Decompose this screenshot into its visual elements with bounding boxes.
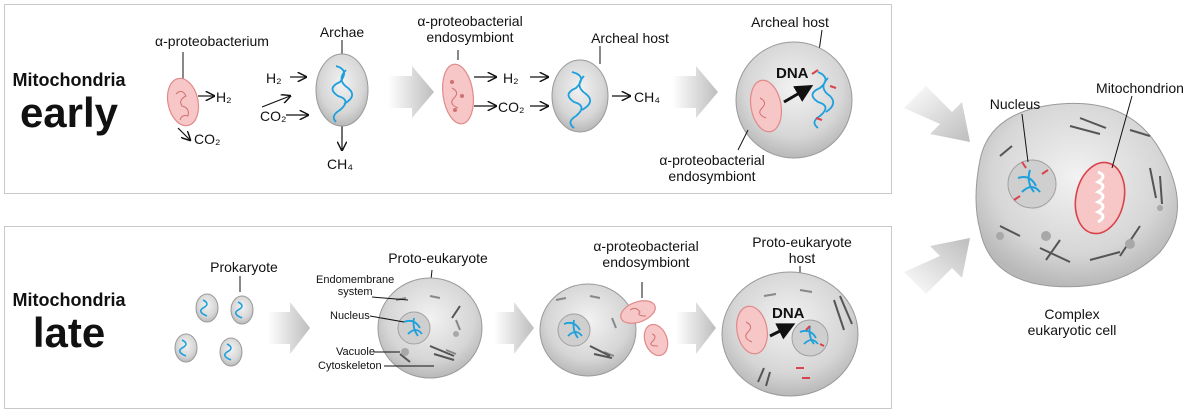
early-small-arrows: [177, 77, 630, 150]
label-endosymbiont-2-line1: α-proteobacterial: [659, 152, 765, 168]
label-archeal-host-a: Archeal host: [591, 30, 669, 46]
label-endomembrane-system: Endomembrane system: [316, 274, 394, 298]
label-complex-line2: eukaryotic cell: [1027, 322, 1117, 338]
late-title-big: late: [32, 309, 106, 356]
archeal-host-with-endosymbiont-icon: [735, 29, 853, 159]
archeal-host-cell-icon: [551, 46, 609, 133]
label-vacuole: Vacuole: [336, 346, 375, 358]
proto-eukaryote-engulfing-icon: [539, 282, 669, 377]
converge-arrow-top: [904, 86, 970, 142]
label-endosymbiont-line2: endosymbiont: [426, 29, 514, 45]
label-endosymbiont-late-line2: endosymbiont: [602, 254, 690, 270]
label-co2-a: CO₂: [194, 131, 221, 147]
label-h2-c: H₂: [503, 70, 519, 86]
label-endosymbiont-2: α-proteobacterial endosymbiont: [659, 152, 764, 184]
label-archae: Archae: [319, 24, 365, 40]
stage-arrow-late-2: [494, 302, 534, 354]
label-alpha-proteobacterium: α-proteobacterium: [155, 33, 269, 49]
label-dna-early: DNA: [776, 65, 809, 82]
label-endomembrane-line1: Endomembrane: [316, 274, 395, 286]
label-prokaryote: Prokaryote: [210, 259, 278, 275]
label-h2-b: H₂: [266, 70, 282, 86]
label-mitochondrion: Mitochondrion: [1096, 80, 1184, 96]
proto-eukaryote-cell-icon: [369, 269, 483, 379]
label-proto-eukaryote-host: Proto-eukaryote host: [752, 234, 852, 266]
label-proto-eukaryote: Proto-eukaryote: [388, 250, 488, 266]
stage-arrow-early-2: [672, 66, 718, 118]
complex-eukaryotic-cell-icon: [975, 95, 1178, 288]
label-endosymbiont-2-line2: endosymbiont: [668, 168, 756, 184]
label-proto-eukaryote-host-line1: Proto-eukaryote: [752, 234, 852, 250]
stage-arrow-late-3: [676, 302, 716, 354]
label-archeal-host-b: Archeal host: [751, 14, 829, 30]
proto-eukaryote-host-icon: [721, 266, 859, 397]
label-cytoskeleton: Cytoskeleton: [318, 360, 382, 372]
label-co2-b: CO₂: [260, 108, 287, 124]
early-title-top: Mitochondria: [12, 70, 126, 90]
converge-arrow-bottom: [904, 238, 970, 294]
label-endosymbiont-late: α-proteobacterial endosymbiont: [593, 238, 698, 270]
endosymbiont-icon: [441, 50, 475, 125]
late-title: Mitochondria late: [6, 290, 132, 355]
stage-arrow-early-1: [388, 66, 434, 118]
archae-cell-icon: [315, 40, 369, 127]
alpha-proteobacterium-icon: [166, 52, 200, 127]
label-complex-cell: Complex eukaryotic cell: [1028, 306, 1117, 338]
label-dna-late: DNA: [772, 305, 805, 322]
label-nucleus-late: Nucleus: [330, 310, 370, 322]
label-co2-c: CO₂: [498, 99, 525, 115]
label-ch4-b: CH₄: [634, 89, 660, 105]
label-ch4-a: CH₄: [327, 156, 353, 172]
prokaryote-cells-icon: [174, 276, 254, 367]
label-endosymbiont-late-line1: α-proteobacterial: [593, 238, 699, 254]
label-endosymbiont-line1: α-proteobacterial: [417, 13, 523, 29]
early-title: Mitochondria early: [6, 70, 132, 135]
label-endosymbiont: α-proteobacterial endosymbiont: [417, 13, 522, 45]
stage-arrow-late-1: [268, 302, 310, 354]
early-title-big: early: [19, 89, 119, 136]
label-h2-a: H₂: [216, 89, 232, 105]
label-proto-eukaryote-host-line2: host: [788, 250, 816, 266]
label-nucleus-complex: Nucleus: [989, 96, 1041, 112]
label-complex-line1: Complex: [1044, 306, 1100, 322]
late-title-top: Mitochondria: [12, 290, 126, 310]
label-endomembrane-line2: system: [337, 286, 373, 298]
